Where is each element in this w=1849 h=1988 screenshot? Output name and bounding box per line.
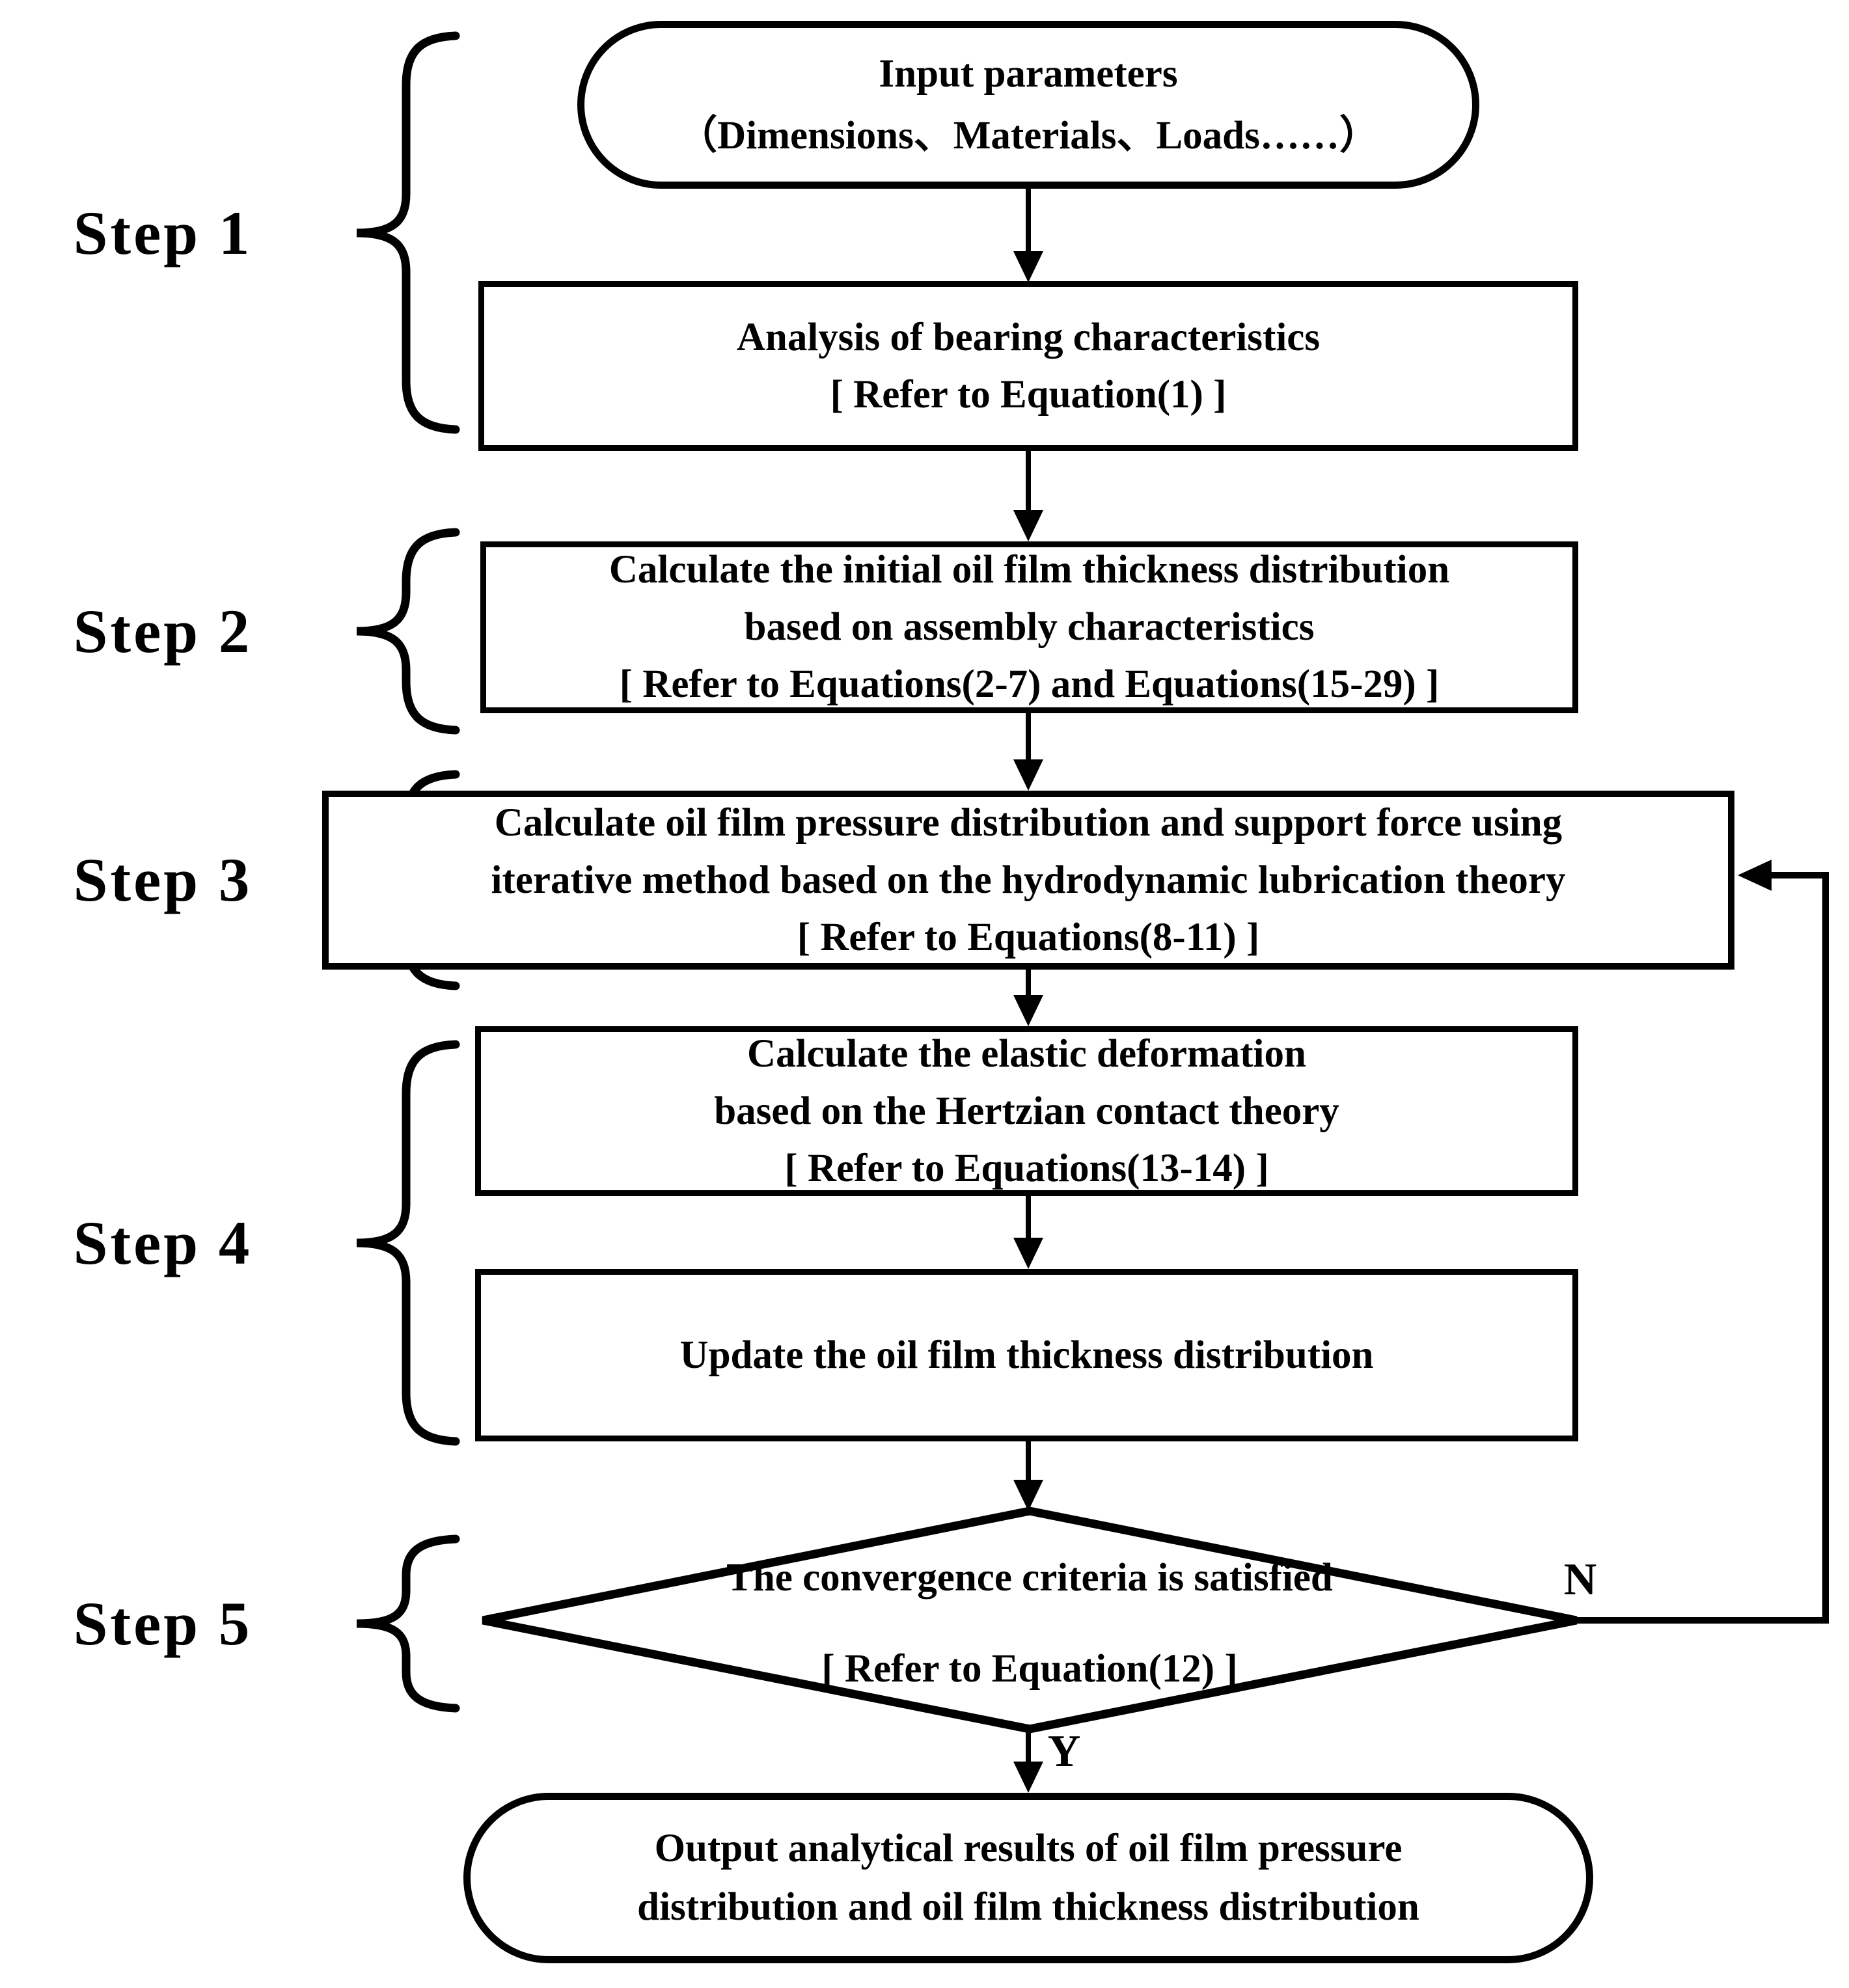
arrow-analysis-to-initial (1013, 451, 1043, 541)
arrow-initial-to-pressure (1013, 713, 1043, 791)
pressure-iteration-line: Calculate oil film pressure distribution… (494, 800, 1563, 845)
step-2-label: Step 2 (73, 597, 253, 666)
convergence-decision-text: The convergence criteria is satisfied [ … (548, 1516, 1511, 1731)
brace-step-4 (356, 1040, 460, 1446)
arrow-pressure-to-elastic (1013, 970, 1043, 1026)
decision-diamond-shape (482, 1506, 1578, 1734)
bearing-analysis-box: Analysis of bearing characteristics [ Re… (478, 281, 1578, 451)
brace-step-1 (356, 31, 460, 434)
start-node: Input parameters （Dimensions、Materials、L… (577, 21, 1479, 189)
initial-thickness-line: Calculate the initial oil film thickness… (609, 548, 1450, 592)
feedback-loop-no (1576, 860, 1829, 1624)
start-node-line: （Dimensions、Materials、Loads……） (678, 114, 1379, 157)
output-node-line: distribution and oil film thickness dist… (637, 1885, 1419, 1929)
arrow-decision-to-output (1013, 1729, 1043, 1793)
brace-step-2 (356, 528, 460, 735)
update-thickness-line: Update the oil film thickness distributi… (679, 1333, 1374, 1377)
arrow-update-to-decision (1013, 1441, 1043, 1511)
elastic-deformation-line: [ Refer to Equations(13-14) ] (784, 1146, 1269, 1190)
branch-yes-label: Y (1047, 1726, 1081, 1777)
start-node-line: Input parameters (879, 52, 1178, 96)
pressure-iteration-line: [ Refer to Equations(8-11) ] (797, 915, 1260, 959)
elastic-deformation-line: Calculate the elastic deformation (747, 1031, 1306, 1076)
arrow-elastic-to-update (1013, 1196, 1043, 1269)
output-node-line: Output analytical results of oil film pr… (654, 1827, 1403, 1870)
pressure-iteration-line: iterative method based on the hydrodynam… (491, 858, 1566, 902)
update-thickness-box: Update the oil film thickness distributi… (475, 1269, 1578, 1441)
convergence-decision-line: The convergence criteria is satisfied (726, 1556, 1333, 1600)
step-5-label: Step 5 (73, 1589, 253, 1658)
arrow-start-to-analysis (1013, 189, 1043, 282)
branch-no-label: N (1563, 1555, 1597, 1605)
step-4-label: Step 4 (73, 1208, 253, 1277)
initial-thickness-line: based on assembly characteristics (744, 605, 1315, 649)
bearing-analysis-line: [ Refer to Equation(1) ] (830, 372, 1227, 416)
elastic-deformation-line: based on the Hertzian contact theory (714, 1089, 1339, 1133)
step-3-label: Step 3 (73, 845, 253, 914)
output-node: Output analytical results of oil film pr… (463, 1793, 1593, 1963)
elastic-deformation-box: Calculate the elastic deformation based … (475, 1026, 1578, 1196)
brace-step-5 (356, 1534, 460, 1713)
initial-thickness-box: Calculate the initial oil film thickness… (480, 541, 1578, 713)
convergence-decision-line: [ Refer to Equation(12) ] (821, 1647, 1238, 1691)
pressure-iteration-box: Calculate oil film pressure distribution… (322, 791, 1734, 970)
initial-thickness-line: [ Refer to Equations(2-7) and Equations(… (619, 662, 1440, 706)
step-1-label: Step 1 (73, 198, 253, 267)
bearing-analysis-line: Analysis of bearing characteristics (736, 315, 1321, 359)
